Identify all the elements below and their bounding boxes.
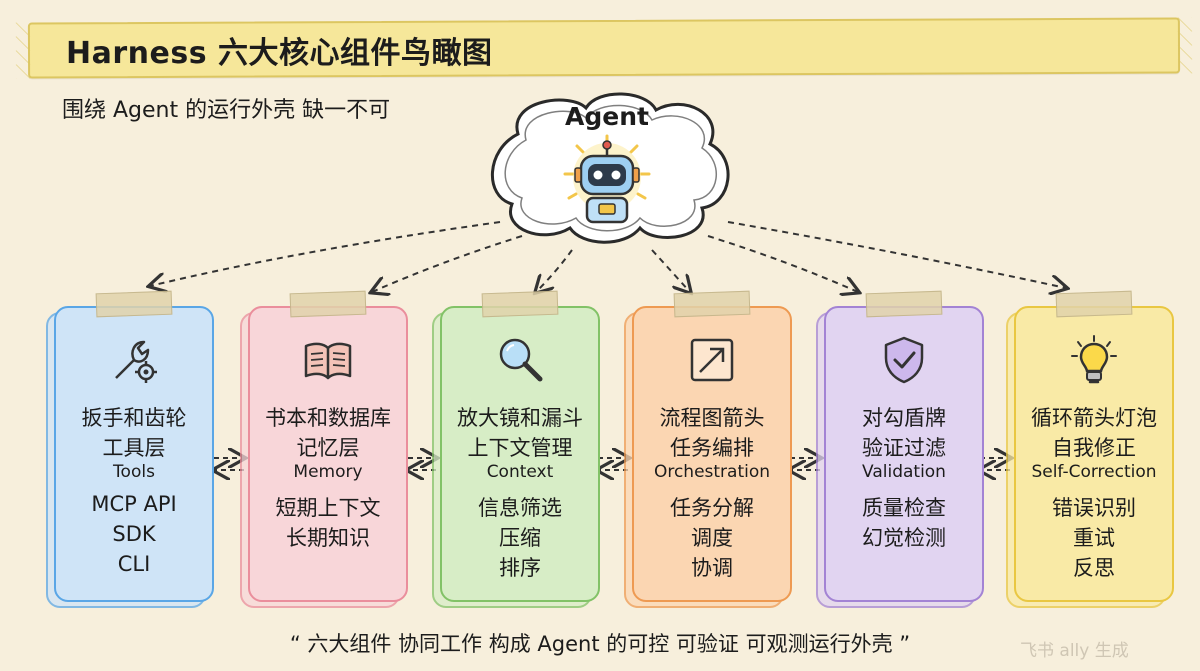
component-item: 错误识别 bbox=[1052, 496, 1136, 520]
component-item: 反思 bbox=[1073, 556, 1115, 580]
component-name-en: Self-Correction bbox=[1031, 462, 1157, 482]
icon-description: 流程图箭头 bbox=[659, 406, 765, 430]
component-card-orchestration: 流程图箭头 任务编排 Orchestration 任务分解 调度 协调 bbox=[632, 306, 792, 602]
arrow-to-context bbox=[536, 249, 573, 292]
tape bbox=[289, 290, 367, 318]
component-item: 压缩 bbox=[499, 526, 541, 550]
component-name-en: Context bbox=[486, 462, 554, 482]
component-card-self-correction: 循环箭头灯泡 自我修正 Self-Correction 错误识别 重试 反思 bbox=[1014, 306, 1174, 602]
lightbulb-icon bbox=[1071, 335, 1117, 384]
component-card-tools: 扳手和齿轮 工具层 Tools MCP API SDK CLI bbox=[54, 306, 214, 602]
arrow-to-tools bbox=[150, 221, 501, 286]
book-icon bbox=[304, 342, 352, 380]
component-item: 信息筛选 bbox=[478, 496, 562, 520]
icon-description: 放大镜和漏斗 bbox=[457, 406, 583, 430]
arrow-box-icon bbox=[690, 338, 734, 382]
component-item: 协调 bbox=[691, 556, 733, 580]
page-title: Harness 六大核心组件鸟瞰图 bbox=[66, 36, 493, 71]
component-name-en: Orchestration bbox=[653, 462, 771, 482]
component-name: 记忆层 bbox=[296, 436, 360, 460]
component-item: 质量检查 bbox=[862, 496, 946, 520]
tape bbox=[673, 290, 751, 318]
arrow-to-self-correction bbox=[727, 221, 1066, 288]
component-item: 幻觉检测 bbox=[862, 526, 946, 550]
component-item: 调度 bbox=[691, 526, 733, 550]
tape bbox=[95, 290, 173, 318]
icon-description: 扳手和齿轮 bbox=[81, 406, 187, 430]
agent-label: Agent bbox=[565, 102, 649, 131]
magnifier-icon bbox=[499, 338, 543, 382]
tape bbox=[481, 290, 559, 318]
robot-icon bbox=[563, 134, 651, 224]
component-name-en: Tools bbox=[113, 462, 155, 482]
component-name: 自我修正 bbox=[1052, 436, 1136, 460]
component-item: SDK bbox=[112, 522, 156, 546]
component-name: 任务编排 bbox=[670, 436, 754, 460]
component-name-en: Validation bbox=[862, 462, 946, 482]
wrench-gear-icon bbox=[115, 340, 157, 383]
footer-quote: “ 六大组件 协同工作 构成 Agent 的可控 可验证 可观测运行外壳 ” bbox=[289, 632, 911, 656]
component-item: MCP API bbox=[91, 492, 177, 516]
component-card-validation: 对勾盾牌 验证过滤 Validation 质量检查 幻觉检测 bbox=[824, 306, 984, 602]
shield-check-icon bbox=[884, 336, 924, 384]
watermark: 飞书 ally 生成 bbox=[1020, 641, 1129, 661]
component-name-en: Memory bbox=[293, 462, 363, 482]
tape bbox=[865, 290, 943, 318]
tape bbox=[1055, 290, 1133, 318]
subtitle: 围绕 Agent 的运行外壳 缺一不可 bbox=[62, 98, 391, 123]
component-item: 短期上下文 bbox=[275, 496, 381, 520]
component-name: 上下文管理 bbox=[467, 436, 573, 460]
component-card-memory: 书本和数据库 记忆层 Memory 短期上下文 长期知识 bbox=[248, 306, 408, 602]
icon-description: 书本和数据库 bbox=[265, 406, 391, 430]
component-item: CLI bbox=[117, 552, 151, 576]
component-name: 工具层 bbox=[102, 436, 166, 460]
component-item: 重试 bbox=[1073, 526, 1115, 550]
component-item: 任务分解 bbox=[670, 496, 754, 520]
component-name: 验证过滤 bbox=[862, 436, 946, 460]
icon-description: 对勾盾牌 bbox=[862, 406, 946, 430]
component-card-context: 放大镜和漏斗 上下文管理 Context 信息筛选 压缩 排序 bbox=[440, 306, 600, 602]
arrow-to-orchestration bbox=[651, 249, 690, 292]
icon-description: 循环箭头灯泡 bbox=[1031, 406, 1157, 430]
component-item: 长期知识 bbox=[286, 526, 370, 550]
component-item: 排序 bbox=[499, 556, 541, 580]
